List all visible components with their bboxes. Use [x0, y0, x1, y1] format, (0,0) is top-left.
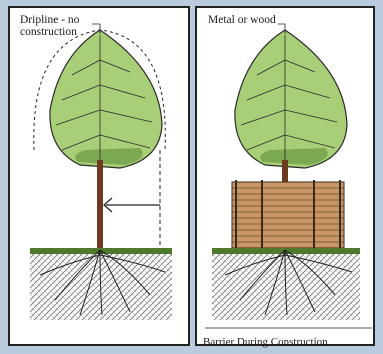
right-ground: [212, 248, 360, 320]
metal-or-wood-label: Metal or wood: [208, 14, 276, 26]
left-tree: [34, 24, 166, 250]
left-trunk: [97, 160, 103, 250]
right-canopy: [235, 30, 347, 168]
left-canopy: [50, 30, 162, 168]
dripline-label: Dripline - no construction: [20, 14, 102, 38]
barrier-fence: [232, 180, 344, 250]
caption: Barrier During Construction: [203, 336, 328, 348]
left-ground: [30, 248, 172, 320]
